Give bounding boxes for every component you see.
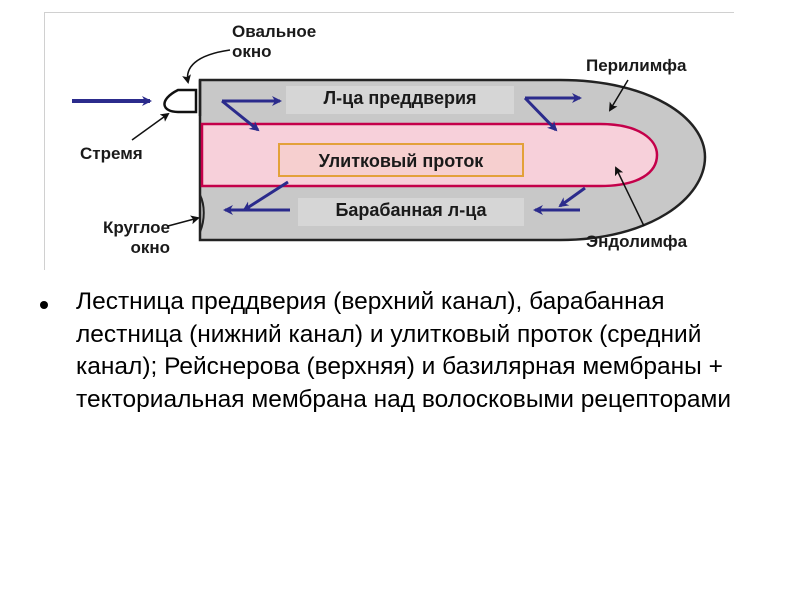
cochlear-duct-box: Улитковый проток: [278, 143, 524, 177]
flow-arrow-4: [523, 96, 558, 132]
round-window-label: Круглое окно: [102, 218, 170, 257]
bullet-marker: [40, 301, 48, 309]
stapes-shape: [163, 88, 198, 114]
bullet-text: Лестница преддверия (верхний канал), бар…: [76, 288, 732, 413]
oval-window-label: Овальное окно: [232, 22, 317, 61]
perilymph-label: Перилимфа: [586, 56, 687, 75]
endolymph-pointer: [614, 166, 645, 227]
flow-arrow-2: [221, 99, 260, 132]
figure-top-edge: [44, 12, 734, 13]
stapes-pointer: [131, 112, 170, 141]
flow-arrow-8: [242, 180, 289, 212]
stapes-label: Стремя: [80, 144, 143, 163]
round-window-pointer: [167, 215, 200, 227]
oval-window-pointer: [182, 49, 231, 84]
endolymph-label: Эндолимфа: [586, 232, 688, 251]
figure-left-edge: [44, 12, 45, 270]
round-window-notch: [199, 194, 205, 233]
scala-tympani-box: Барабанная л-ца: [298, 198, 524, 226]
scala-vestibuli-box: Л-ца преддверия: [286, 86, 514, 114]
flow-arrow-6: [558, 186, 586, 208]
perilymph-pointer: [608, 79, 629, 112]
